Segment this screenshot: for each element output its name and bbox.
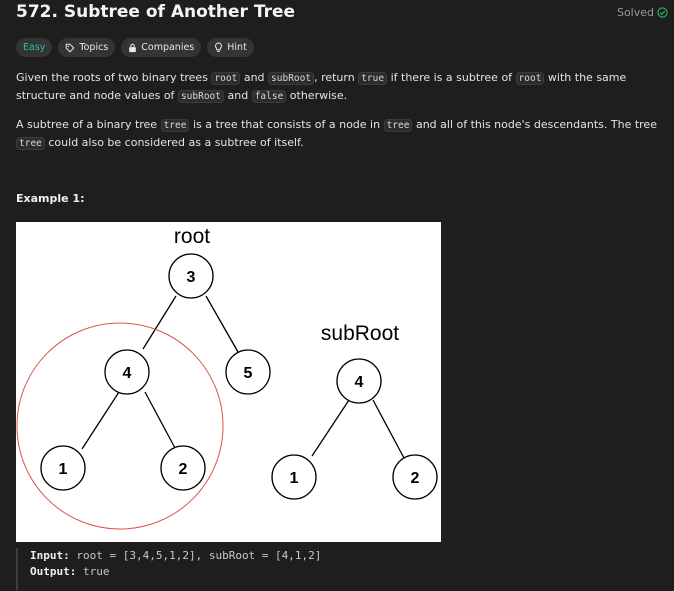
input-label: Input: xyxy=(30,549,70,562)
text: and all of this node's descendants. The … xyxy=(412,118,657,131)
text: is a tree that consists of a node in xyxy=(189,118,384,131)
node-value: 4 xyxy=(355,374,364,391)
tree-node xyxy=(271,454,317,500)
tree-node xyxy=(168,253,214,299)
description-paragraph-1: Given the roots of two binary trees root… xyxy=(16,69,660,105)
output-value: true xyxy=(82,565,110,578)
text: , return xyxy=(314,71,359,84)
lightbulb-icon xyxy=(215,42,223,52)
inline-code: root xyxy=(515,72,545,85)
edge xyxy=(311,399,350,457)
inline-code: root xyxy=(211,72,241,85)
inline-code: tree xyxy=(160,119,190,132)
text: and xyxy=(240,71,269,84)
subroot-tree-nodes xyxy=(271,358,438,500)
tag-icon xyxy=(66,43,75,52)
inline-code: subRoot xyxy=(268,72,315,85)
root-tree-nodes xyxy=(40,253,271,491)
output-label: Output: xyxy=(30,565,77,578)
inline-code: true xyxy=(358,72,388,85)
tree-diagram: root subRoot 3 4 5 1 2 xyxy=(16,225,438,530)
difficulty-badge[interactable]: Easy xyxy=(16,38,53,57)
problem-title: 572. Subtree of Another Tree xyxy=(16,2,296,22)
inline-code: tree xyxy=(16,137,45,150)
tree-node xyxy=(160,445,206,491)
inline-code: false xyxy=(251,90,287,103)
edge xyxy=(81,391,120,450)
text: with the same structure and node values … xyxy=(16,71,627,102)
edge xyxy=(372,399,405,459)
subroot-tree-edges xyxy=(311,399,405,459)
tree-node xyxy=(336,358,382,404)
root-node-values: 3 4 5 1 2 xyxy=(59,269,253,478)
edge xyxy=(144,391,176,449)
tree-node xyxy=(104,349,150,395)
root-tree-edges xyxy=(81,295,239,450)
text: and xyxy=(223,89,252,102)
hint-label: Hint xyxy=(227,42,247,53)
topics-label: Topics xyxy=(79,42,109,53)
example-io-block: Input: root = [3,4,5,1,2], subRoot = [4,… xyxy=(16,548,450,590)
node-value: 1 xyxy=(59,461,68,478)
edge xyxy=(205,295,239,353)
edge xyxy=(142,295,177,350)
text: Given the roots of two binary trees xyxy=(16,71,212,84)
subroot-label: subRoot xyxy=(321,322,399,345)
tag-bar: Easy Topics Companies Hint xyxy=(16,38,254,57)
node-value: 2 xyxy=(411,470,420,487)
text: otherwise. xyxy=(286,89,348,102)
example-title: Example 1: xyxy=(16,192,85,205)
tree-node xyxy=(392,454,438,500)
inline-code: subRoot xyxy=(177,90,224,103)
subroot-node-values: 4 1 2 xyxy=(290,374,420,487)
hint-button[interactable]: Hint xyxy=(207,38,254,57)
tree-node xyxy=(40,445,86,491)
difficulty-label: Easy xyxy=(23,42,46,53)
solved-label: Solved xyxy=(616,6,654,19)
text: could also be considered as a subtree of… xyxy=(44,136,304,149)
tree-node xyxy=(225,349,271,395)
node-value: 1 xyxy=(290,470,299,487)
example-figure: root subRoot 3 4 5 1 2 xyxy=(16,222,441,542)
node-value: 4 xyxy=(123,365,132,382)
description-paragraph-2: A subtree of a binary tree tree is a tre… xyxy=(16,116,660,152)
subtree-highlight-circle xyxy=(16,322,224,530)
text: if there is a subtree of xyxy=(387,71,516,84)
lock-icon xyxy=(129,43,137,52)
node-value: 5 xyxy=(244,365,253,382)
check-circle-icon xyxy=(657,7,668,18)
node-value: 2 xyxy=(179,461,188,478)
root-label: root xyxy=(174,225,210,248)
solved-status: Solved xyxy=(617,6,668,19)
input-value: root = [3,4,5,1,2], subRoot = [4,1,2] xyxy=(76,549,322,562)
text: A subtree of a binary tree xyxy=(16,118,161,131)
topics-button[interactable]: Topics xyxy=(58,38,116,57)
inline-code: tree xyxy=(383,119,413,132)
companies-label: Companies xyxy=(141,42,195,53)
output-line: Output: true xyxy=(30,564,450,580)
input-line: Input: root = [3,4,5,1,2], subRoot = [4,… xyxy=(30,548,450,564)
companies-button[interactable]: Companies xyxy=(121,38,202,57)
node-value: 3 xyxy=(187,269,196,286)
